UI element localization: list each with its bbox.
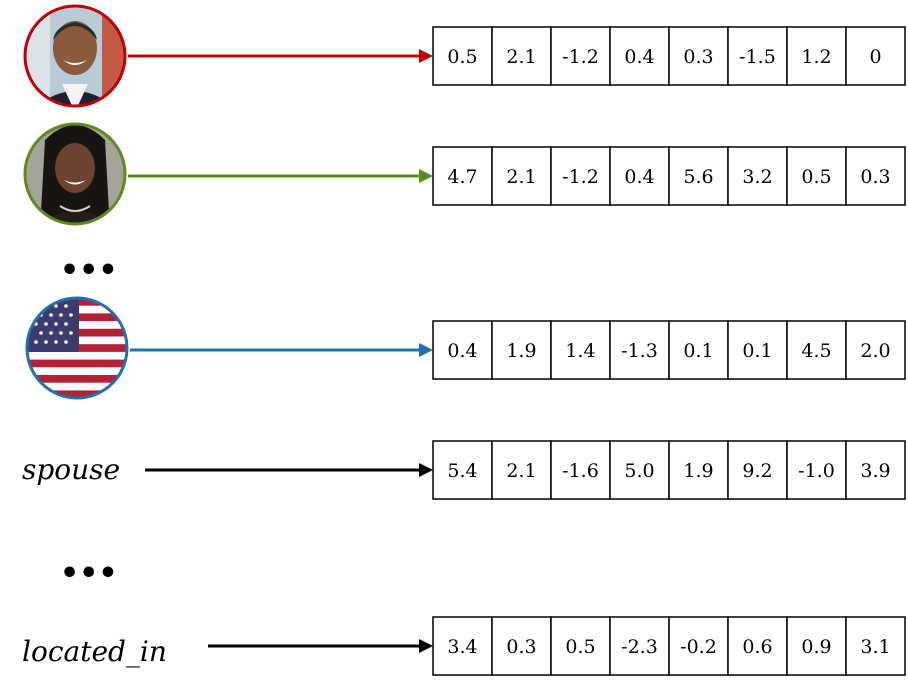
vector-value: 2.1 (506, 166, 536, 188)
vector-cell (609, 320, 670, 380)
vector-value: 0.4 (624, 166, 654, 188)
arrows (128, 49, 433, 653)
vector-value: -1.2 (562, 166, 599, 188)
vector-value: 0.1 (742, 340, 772, 362)
arrow-head-5 (419, 639, 433, 653)
relation-label-spouse: spouse (22, 453, 120, 486)
vector-cell (550, 26, 611, 86)
vector-cell (609, 440, 670, 500)
vector-cell (609, 146, 670, 206)
vector-value: 0.4 (447, 340, 477, 362)
vector-cell (668, 320, 729, 380)
vector-value: 1.9 (683, 460, 713, 482)
vector-cell (491, 26, 552, 86)
arrow-head-4 (419, 463, 433, 477)
arrow-head-3 (419, 343, 433, 357)
vector-value: 0.3 (506, 636, 536, 658)
vector-value: -1.0 (798, 460, 835, 482)
vector-cell (668, 440, 729, 500)
vector-cell (432, 26, 493, 86)
vector-cell (727, 440, 788, 500)
vector-value: 1.2 (801, 46, 831, 68)
vector-value: 0 (869, 46, 881, 68)
vector-value: -1.6 (562, 460, 599, 482)
entity-icon-2 (23, 122, 127, 226)
vector-value: 4.7 (447, 166, 477, 188)
vector-value: 3.9 (860, 460, 890, 482)
vector-value: 2.0 (860, 340, 890, 362)
vector-cell (491, 440, 552, 500)
vector-cell (491, 320, 552, 380)
vector-value: 0.4 (624, 46, 654, 68)
vector-cell (727, 320, 788, 380)
vector-value: 3.1 (860, 636, 890, 658)
vector-value: 9.2 (742, 460, 772, 482)
vector-value: -1.2 (562, 46, 599, 68)
vector-cell (845, 616, 906, 676)
vector-cell (845, 320, 906, 380)
arrow-head-1 (419, 49, 433, 63)
vector-cell (845, 146, 906, 206)
vector-cell (550, 440, 611, 500)
vector-value: 2.1 (506, 460, 536, 482)
vector-value: 0.3 (683, 46, 713, 68)
vector-value: 0.3 (860, 166, 890, 188)
vector-value: -0.2 (680, 636, 717, 658)
vector-cell (550, 320, 611, 380)
vector-cell (668, 146, 729, 206)
vector-cell (786, 26, 847, 86)
vector-value: 3.4 (447, 636, 477, 658)
vector-cell (845, 440, 906, 500)
vector-value: 1.4 (565, 340, 595, 362)
vector-cell (668, 26, 729, 86)
embedding-vectors: 0.5 2.1 -1.2 0.4 0.3 -1.5 1.2 0 4.7 2.1 -1.2 0.4 5.6… (432, 26, 906, 676)
vector-value: 0.1 (683, 340, 713, 362)
arrow-head-2 (419, 169, 433, 183)
vector-cell (491, 146, 552, 206)
vector-value: -2.3 (621, 636, 658, 658)
vector-value: 5.6 (683, 166, 713, 188)
vector-cell (786, 146, 847, 206)
vector-cell (432, 146, 493, 206)
vector-cell (727, 26, 788, 86)
vector-cell (786, 616, 847, 676)
ellipsis-2: ••• (60, 556, 118, 591)
vector-value: 0.6 (742, 636, 772, 658)
vector-value: 0.5 (565, 636, 595, 658)
vector-value: 4.5 (801, 340, 831, 362)
vector-value: 0.5 (801, 166, 831, 188)
relation-label-located-in: located_in (22, 635, 167, 668)
vector-value: 0.5 (447, 46, 477, 68)
vector-value: 5.4 (447, 460, 477, 482)
entity-icon-3 (25, 296, 129, 400)
vector-value: 2.1 (506, 46, 536, 68)
vector-row-5: 3.4 0.3 0.5 -2.3 -0.2 0.6 0.9 3.1 (432, 616, 906, 676)
vector-row-1: 0.5 2.1 -1.2 0.4 0.3 -1.5 1.2 0 (432, 26, 906, 86)
vector-cell (550, 146, 611, 206)
vector-value: 5.0 (624, 460, 654, 482)
vector-cell (845, 26, 906, 86)
ellipsis-1: ••• (60, 253, 118, 288)
vector-row-2: 4.7 2.1 -1.2 0.4 5.6 3.2 0.5 0.3 (432, 146, 906, 206)
vector-value: 1.9 (506, 340, 536, 362)
vector-value: 0.9 (801, 636, 831, 658)
vector-cell (432, 440, 493, 500)
entity-icon-1 (23, 4, 127, 108)
vector-value: -1.5 (739, 46, 776, 68)
vector-row-3: 0.4 1.9 1.4 -1.3 0.1 0.1 4.5 2.0 (432, 320, 906, 380)
vector-value: 3.2 (742, 166, 772, 188)
vector-value: -1.3 (621, 340, 658, 362)
vector-row-4: 5.4 2.1 -1.6 5.0 1.9 9.2 -1.0 3.9 (432, 440, 906, 500)
